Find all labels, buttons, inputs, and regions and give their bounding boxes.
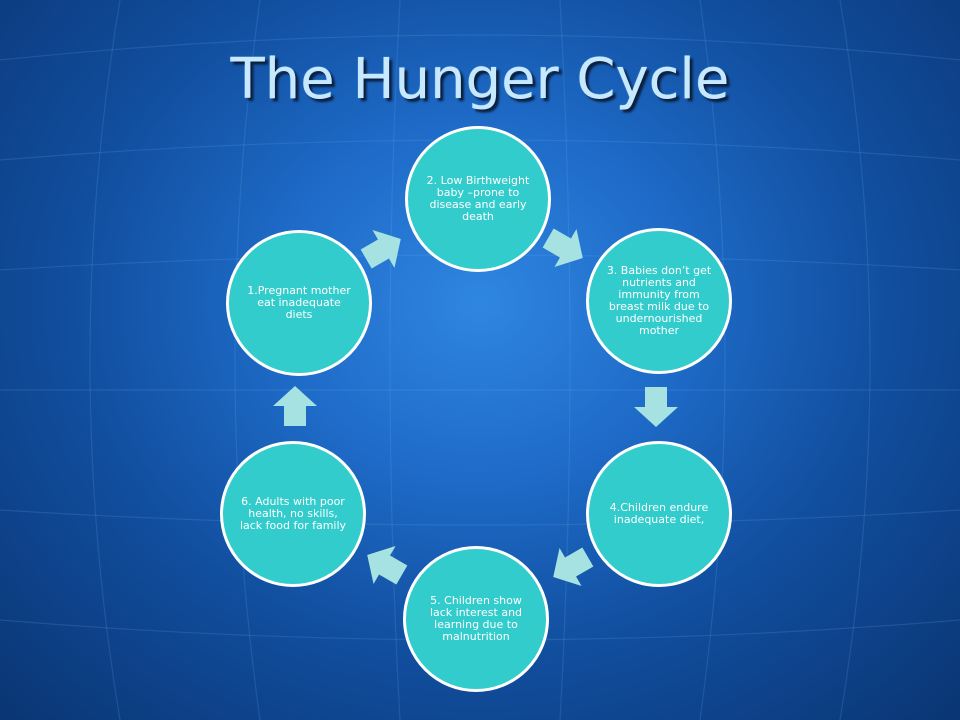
arrow-4-to-5-icon — [553, 547, 594, 587]
cycle-node-label: 3. Babies don’t get nutrients and immuni… — [606, 264, 712, 337]
arrow-5-to-6-icon — [367, 545, 408, 585]
cycle-node-6: 6. Adults with poor health, no skills, l… — [220, 441, 366, 587]
cycle-node-5: 5. Children show lack interest and learn… — [403, 546, 549, 692]
cycle-node-label: 5. Children show lack interest and learn… — [429, 594, 523, 643]
arrow-2-to-3-icon — [542, 228, 583, 268]
slide-title: The Hunger Cycle — [230, 47, 730, 112]
arrow-6-to-1-icon — [273, 386, 317, 426]
cycle-node-1: 1.Pregnant mother eat inadequate diets — [226, 230, 372, 376]
cycle-node-label: 2. Low Birthweight baby –prone to diseas… — [426, 174, 530, 223]
cycle-node-label: 4.Children endure inadequate diet, — [609, 501, 709, 526]
cycle-node-2: 2. Low Birthweight baby –prone to diseas… — [405, 126, 551, 272]
cycle-node-label: 6. Adults with poor health, no skills, l… — [239, 495, 347, 532]
cycle-node-3: 3. Babies don’t get nutrients and immuni… — [586, 228, 732, 374]
arrow-1-to-2-icon — [360, 229, 401, 269]
cycle-node-label: 1.Pregnant mother eat inadequate diets — [247, 284, 351, 321]
cycle-node-4: 4.Children endure inadequate diet, — [586, 441, 732, 587]
arrow-3-to-4-icon — [634, 387, 678, 427]
